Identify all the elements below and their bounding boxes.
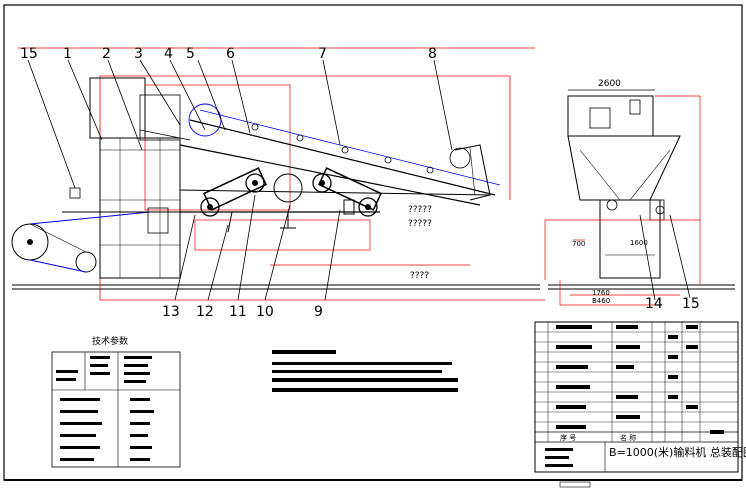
tail-hopper — [454, 144, 491, 201]
title-block-header-mid: 名 称 — [620, 433, 636, 442]
idler-roller-icon — [341, 146, 349, 154]
callout-side-15: 15 — [682, 296, 700, 312]
lower-envelope — [194, 219, 371, 251]
head-pulley-icon — [188, 103, 222, 137]
tail-drum-icon — [449, 147, 471, 169]
side-view: 2600 700 1600 1760 B460 14 15 — [544, 79, 701, 312]
callout-side-14: 14 — [645, 296, 663, 312]
hopper-envelope — [144, 84, 291, 211]
feeder-hopper — [89, 77, 146, 139]
conveyor-centerline — [199, 109, 501, 186]
support-bracket — [343, 199, 355, 215]
callout-2: 2 — [102, 46, 111, 62]
belt-lower — [29, 259, 87, 273]
idler-roller-icon — [426, 166, 434, 174]
tail-pulley-icon — [75, 251, 97, 273]
callout-9: 9 — [314, 304, 323, 320]
callout-10: 10 — [256, 304, 274, 320]
scroll-indicator — [559, 481, 591, 488]
dim-right: 1600 — [630, 239, 648, 247]
title-block-header-left: 序 号 — [560, 433, 576, 442]
side-wheel-icon-2 — [655, 205, 665, 215]
callout-11: 11 — [229, 304, 247, 320]
dim-top-width: 2600 — [598, 79, 621, 89]
callout-labels-bottom: 13 12 11 10 9 — [162, 304, 323, 320]
idler-roller-icon — [251, 123, 259, 131]
placeholder-label-2: ????? — [408, 219, 432, 229]
idler-roller-icon — [296, 134, 304, 142]
conveyor-lower-rail — [179, 144, 481, 206]
placeholder-label-1: ????? — [408, 205, 432, 215]
small-block — [69, 187, 81, 199]
callout-leaders-top — [27, 59, 453, 189]
callout-8: 8 — [428, 46, 437, 62]
side-base — [599, 199, 661, 279]
callout-3: 3 — [134, 46, 143, 62]
tech-table-title: 技术参数 — [92, 335, 128, 347]
callout-12: 12 — [196, 304, 214, 320]
center-wheel-icon — [273, 173, 303, 203]
bogie-left — [200, 167, 267, 217]
callout-labels-top: 15 1 2 3 4 5 6 7 8 — [20, 46, 437, 62]
belt-upper — [29, 211, 151, 225]
callout-leaders-bottom — [174, 194, 341, 301]
drawing-title: B=1000(米)输料机 总装配图 — [609, 445, 746, 459]
chute — [139, 94, 181, 141]
callout-7: 7 — [318, 46, 327, 62]
motor-box — [147, 207, 169, 234]
callout-15: 15 — [20, 46, 38, 62]
callout-5: 5 — [186, 46, 195, 62]
callout-1: 1 — [63, 46, 72, 62]
side-wheel-icon — [606, 199, 618, 211]
callout-13: 13 — [162, 304, 180, 320]
conveyor-upper-rail — [189, 119, 496, 196]
tech-params-table: 技术参数 — [51, 335, 181, 468]
dim-overall: B460 — [592, 297, 610, 305]
bogie-right — [312, 167, 382, 217]
dim-left: 700 — [572, 240, 585, 248]
idler-roller-icon — [384, 156, 392, 164]
placeholder-label-3: ???? — [410, 271, 429, 281]
title-block: 序 号 名 称 B=1000(米)输料机 总装配图 — [534, 321, 746, 473]
callout-4: 4 — [164, 46, 173, 62]
technical-notes — [272, 350, 458, 392]
callout-6: 6 — [226, 46, 235, 62]
side-frame — [567, 135, 681, 201]
dim-base: 1760 — [592, 289, 610, 297]
